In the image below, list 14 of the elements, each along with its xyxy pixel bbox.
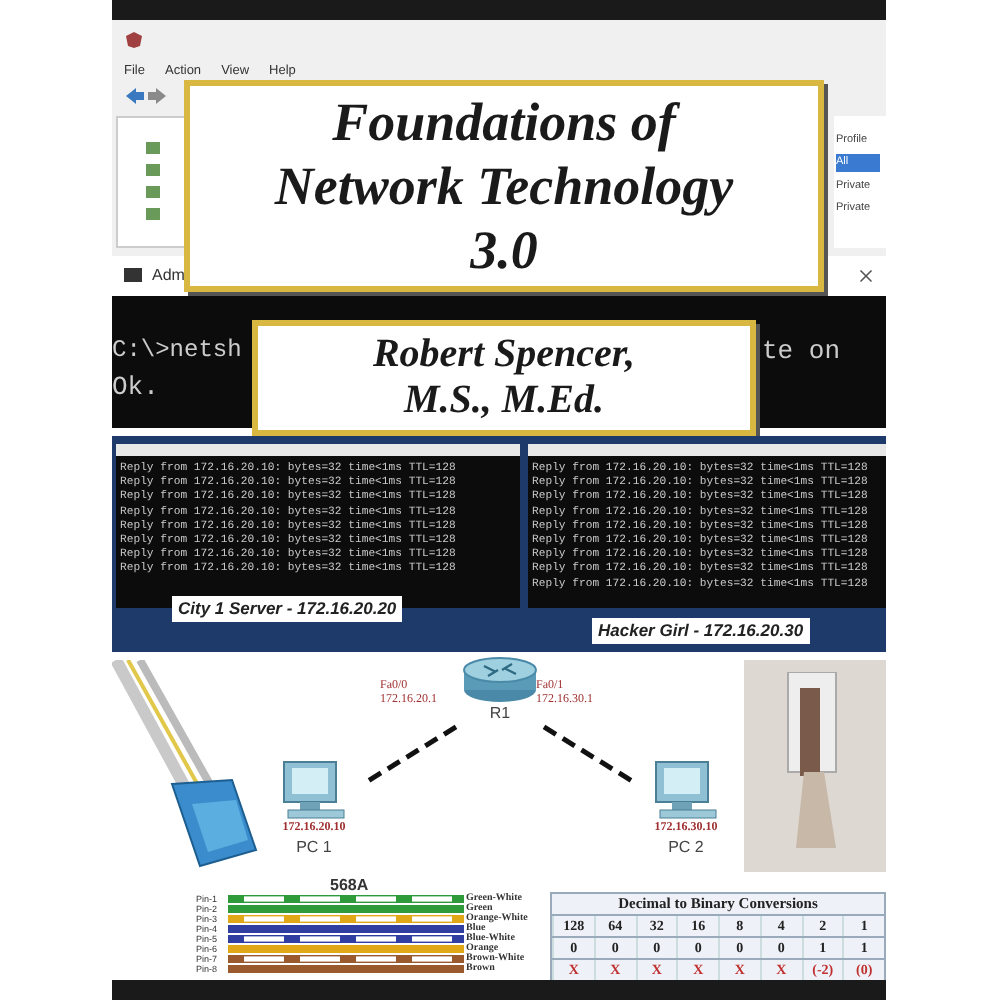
console-text: te on [762, 334, 841, 370]
standard-label: 568A [330, 874, 369, 898]
console-text: C:\>netsh [112, 334, 242, 368]
network-link [366, 724, 458, 784]
book-title: Foundations of Network Technology 3.0 [272, 90, 736, 282]
device-label: R1 [489, 704, 511, 724]
console-text: Ok. [112, 370, 159, 406]
network-link [542, 724, 634, 784]
author-name: Robert Spencer, M.S., M.Ed. [370, 332, 638, 424]
window-title: Adm [152, 264, 185, 288]
device-label: PC 1 [296, 838, 332, 858]
caption-tag: Hacker Girl - 172.16.20.30 [592, 618, 810, 644]
caption-tag: City 1 Server - 172.16.20.20 [172, 596, 403, 622]
device-label: PC 2 [668, 838, 704, 858]
